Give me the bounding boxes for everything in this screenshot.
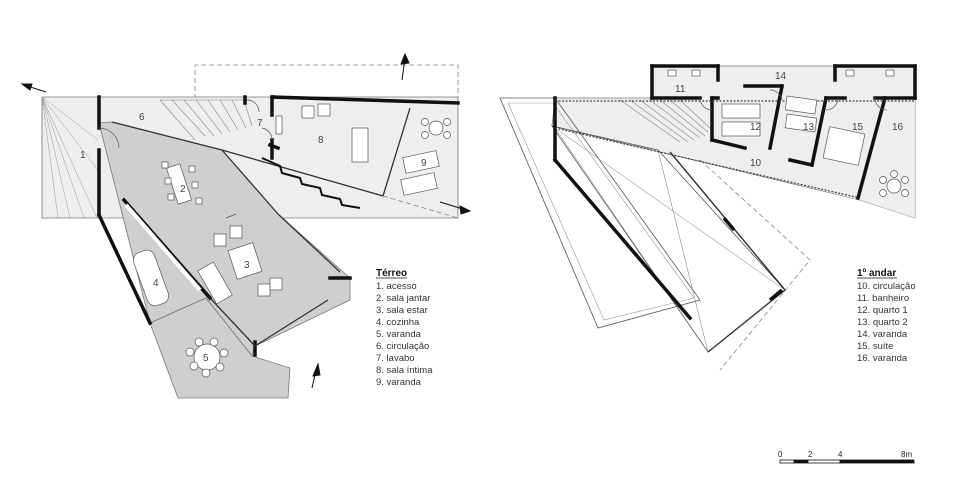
legend-item: 16. varanda bbox=[857, 353, 908, 364]
roof-outline bbox=[194, 64, 459, 104]
scale-tick-label: 0 bbox=[778, 450, 783, 459]
veranda-round-table bbox=[185, 337, 229, 378]
void-cross-lines bbox=[554, 127, 786, 353]
suite-veranda-table bbox=[879, 170, 909, 197]
legend-item: 1. acesso bbox=[376, 281, 417, 292]
room-number-15: 15 bbox=[852, 122, 864, 133]
ground-floor-room-numbers: 1 2 3 4 5 6 7 8 9 bbox=[80, 112, 427, 364]
veranda-loungers bbox=[400, 118, 451, 196]
legend-item: 8. sala íntima bbox=[376, 365, 433, 376]
legend-item: 7. lavabo bbox=[376, 353, 415, 364]
legend-item: 6. circulação bbox=[376, 341, 429, 352]
roof-overhang-outline bbox=[499, 97, 701, 329]
room-number-9: 9 bbox=[421, 158, 427, 169]
ground-floor-plan: 1 2 3 4 5 6 7 8 9 Térreo 1. acesso 2. sa… bbox=[20, 52, 472, 399]
legend-item: 3. sala estar bbox=[376, 305, 428, 316]
legend-item: 5. varanda bbox=[376, 329, 422, 340]
void-glazing-walls bbox=[722, 216, 784, 302]
ground-floor-doors bbox=[98, 99, 273, 149]
room-number-4: 4 bbox=[153, 278, 159, 289]
room-number-8: 8 bbox=[318, 135, 324, 146]
upper-floor-title: 1º andar bbox=[857, 268, 896, 279]
bedroom-beds bbox=[721, 95, 866, 166]
bathroom-fixtures bbox=[667, 69, 895, 77]
living-room-sofas bbox=[197, 213, 283, 305]
room-number-7: 7 bbox=[257, 118, 263, 129]
legend-item: 15. suíte bbox=[857, 341, 893, 352]
ground-floor-stairs bbox=[159, 99, 253, 141]
legend-item: 11. banheiro bbox=[857, 293, 909, 304]
upper-floor-room-numbers: 10 11 12 13 14 15 16 bbox=[675, 71, 904, 169]
upper-floor-plan: 10 11 12 13 14 15 16 1º andar 10. circul… bbox=[499, 64, 917, 371]
overhang-outline bbox=[382, 195, 459, 219]
scale-tick-label: 4 bbox=[838, 450, 843, 459]
upper-floor-legend: 1º andar 10. circulação 11. banheiro 12.… bbox=[857, 268, 916, 364]
room-number-13: 13 bbox=[803, 122, 815, 133]
scale-tick-label: 2 bbox=[808, 450, 813, 459]
scale-tick-label: 8m bbox=[901, 450, 912, 459]
room-number-11: 11 bbox=[675, 84, 686, 95]
room-number-14: 14 bbox=[775, 71, 787, 82]
legend-item: 10. circulação bbox=[857, 281, 916, 292]
dining-table bbox=[161, 161, 203, 205]
kitchen-island bbox=[124, 203, 202, 307]
legend-item: 13. quarto 2 bbox=[857, 317, 908, 328]
section-arrows-ground bbox=[20, 52, 472, 389]
scale-bar: 0 2 4 8m bbox=[778, 450, 915, 464]
legend-item: 12. quarto 1 bbox=[857, 305, 908, 316]
room-number-2: 2 bbox=[180, 184, 186, 195]
upper-dashed-outline bbox=[699, 159, 811, 371]
room-number-6: 6 bbox=[139, 112, 145, 123]
upper-floor-walls bbox=[552, 64, 917, 321]
access-fan-lines bbox=[41, 96, 99, 219]
ground-floor-legend: Térreo 1. acesso 2. sala jantar 3. sala … bbox=[376, 268, 433, 388]
room-number-16: 16 bbox=[892, 122, 904, 133]
upper-floor-stairs bbox=[619, 99, 711, 143]
room-number-1: 1 bbox=[80, 150, 86, 161]
ground-floor-glazing bbox=[111, 107, 411, 347]
upper-floor-doors bbox=[699, 89, 888, 111]
room-number-3: 3 bbox=[244, 260, 250, 271]
upper-railing-diagonal bbox=[554, 127, 861, 199]
ground-steps-zigzag bbox=[261, 157, 361, 209]
rooms-area bbox=[652, 98, 915, 218]
legend-item: 2. sala jantar bbox=[376, 293, 430, 304]
legend-item: 9. varanda bbox=[376, 377, 422, 388]
veranda-floor bbox=[149, 297, 291, 399]
legend-item: 14. varanda bbox=[857, 329, 908, 340]
room-number-5: 5 bbox=[203, 353, 209, 364]
legend-item: 4. cozinha bbox=[376, 317, 420, 328]
ground-floor-title: Térreo bbox=[376, 268, 407, 279]
tv-room-furniture bbox=[275, 103, 369, 163]
roof-overhang-inner bbox=[507, 102, 695, 321]
room-number-12: 12 bbox=[750, 122, 762, 133]
room-number-10: 10 bbox=[750, 158, 762, 169]
